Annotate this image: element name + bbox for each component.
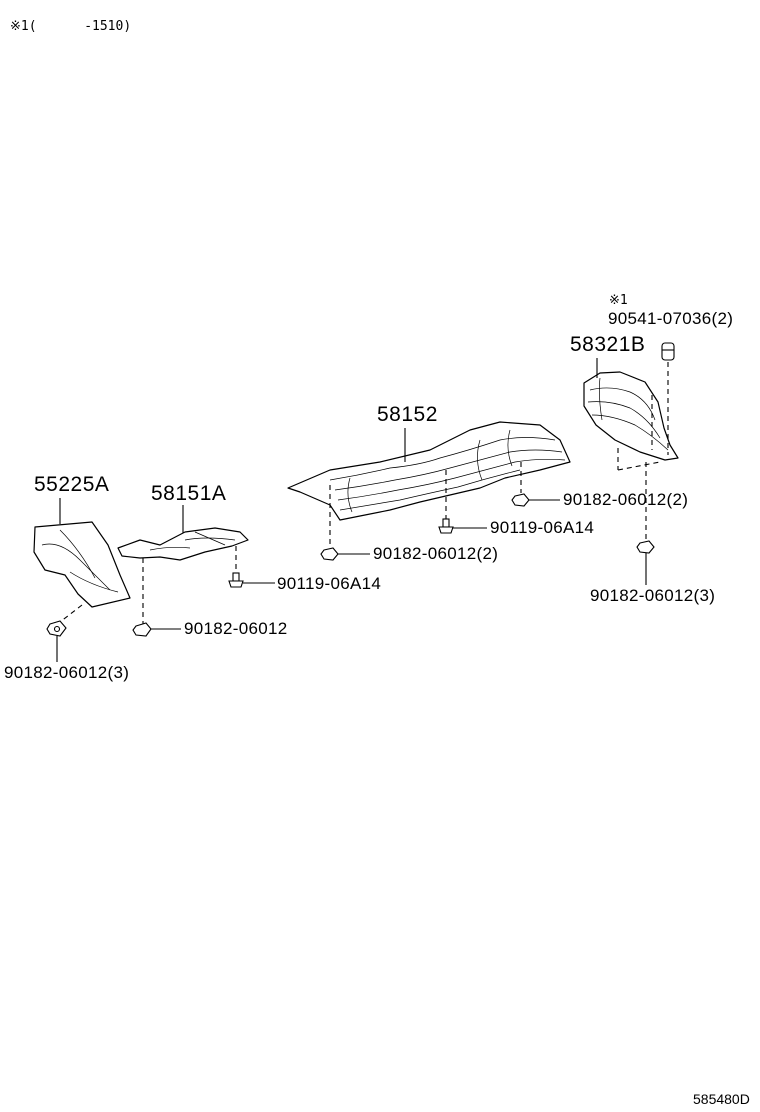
part-label-58321b[interactable]: 58321B [570, 333, 646, 356]
grommet-icon-90541 [661, 342, 675, 361]
nut-icon-right [636, 540, 655, 554]
part-label-58152[interactable]: 58152 [377, 403, 438, 426]
part-label-55225a[interactable]: 55225A [34, 473, 110, 496]
part-ref-mark: ※1 [609, 293, 628, 308]
part-55225a-shape[interactable] [33, 521, 131, 608]
part-label-nut-58152-left[interactable]: 90182-06012(2) [373, 544, 499, 563]
part-58321b-shape[interactable] [583, 371, 679, 461]
dash-58321b-c [617, 461, 661, 471]
part-label-bolt-58152[interactable]: 90119-06A14 [490, 518, 595, 537]
diagram-id: 585480D [693, 1091, 750, 1107]
bolt-icon-58151 [228, 572, 244, 588]
part-label-nut-58152-right[interactable]: 90182-06012(2) [563, 490, 689, 509]
condition-mark: ※1( [10, 19, 37, 34]
part-label-nut-58151[interactable]: 90182-06012 [184, 619, 288, 638]
condition-range: -1510) [84, 19, 132, 34]
nut-icon-left [46, 620, 67, 637]
part-label-90541[interactable]: 90541-07036(2) [608, 309, 734, 328]
part-label-nut-left[interactable]: 90182-06012(3) [4, 663, 130, 682]
dash-55225a-nut [59, 604, 83, 623]
nut-icon-58152-right [511, 493, 530, 507]
nut-icon-58151 [132, 622, 152, 637]
part-label-58151a[interactable]: 58151A [151, 482, 227, 505]
bolt-icon-58152 [438, 518, 454, 534]
part-58152-shape[interactable] [287, 421, 571, 521]
part-58151a-shape[interactable] [117, 527, 249, 561]
condition-note: ※1( -1510) [10, 20, 131, 33]
nut-icon-58152-left [320, 547, 339, 561]
part-label-bolt-58151[interactable]: 90119-06A14 [277, 574, 382, 593]
part-label-nut-right[interactable]: 90182-06012(3) [590, 586, 716, 605]
